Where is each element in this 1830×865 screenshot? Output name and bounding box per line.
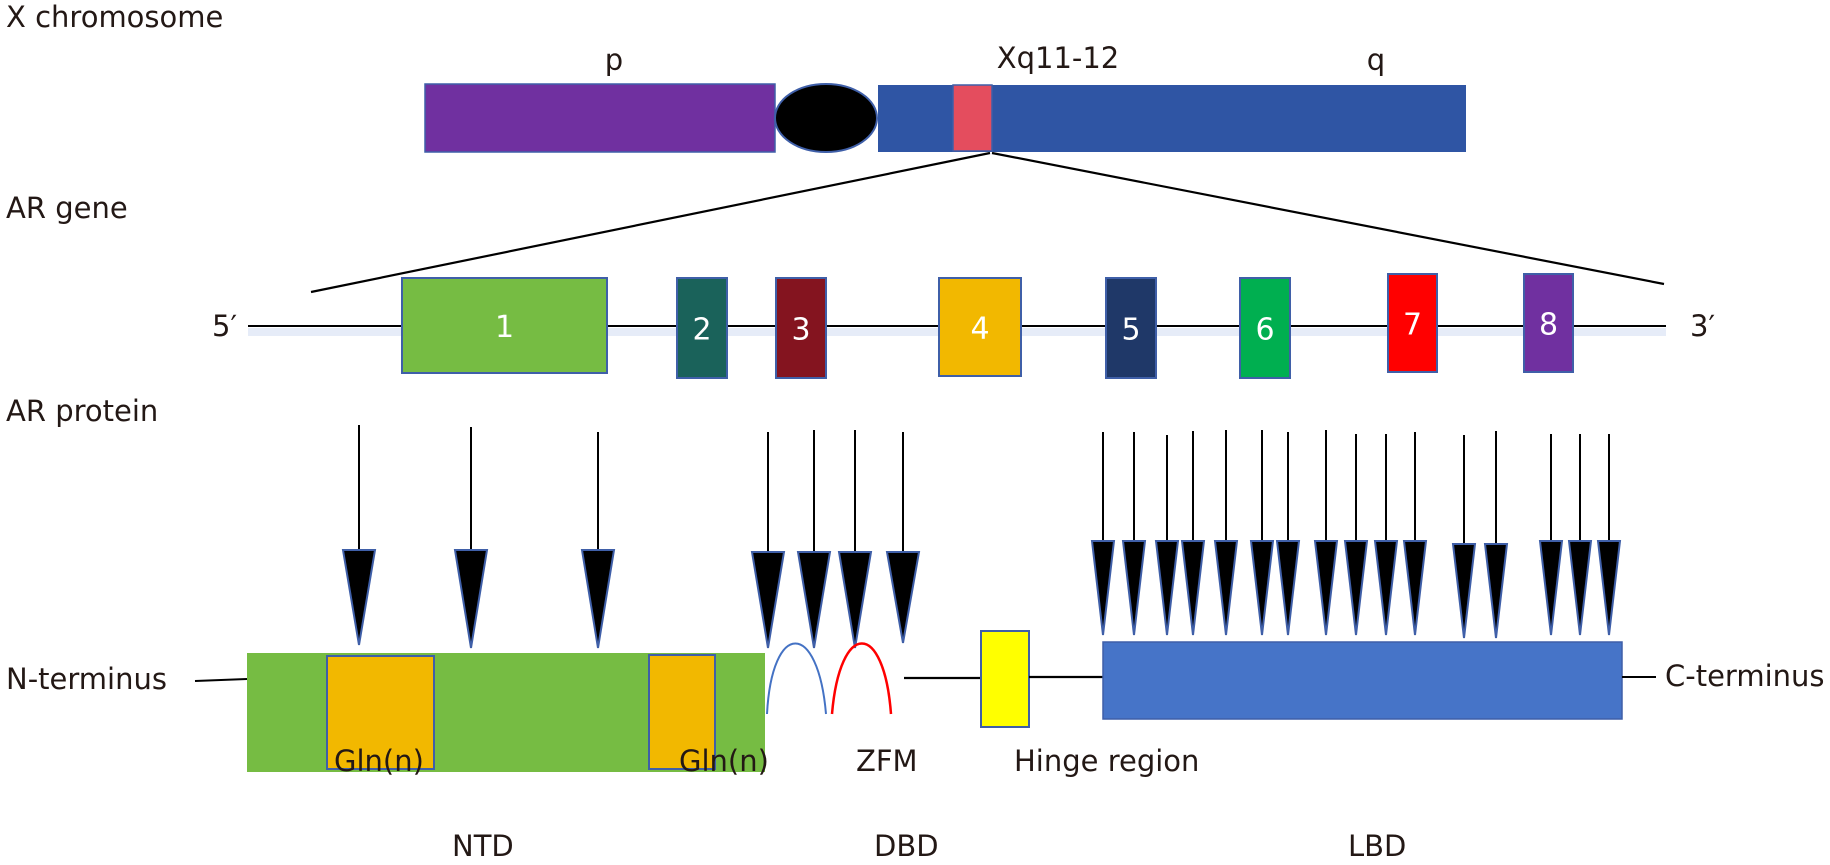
three-prime-label: 3′ bbox=[1690, 309, 1715, 343]
lbd-bar bbox=[1102, 641, 1623, 720]
mutation-arrowhead bbox=[1538, 540, 1564, 636]
q-arm-label: q bbox=[1367, 43, 1385, 77]
x-chromosome: p Xq11-12 q bbox=[424, 41, 1466, 153]
mutation-arrowhead bbox=[1567, 540, 1593, 636]
exon-number-8: 8 bbox=[1539, 308, 1558, 343]
exon-5 bbox=[1105, 277, 1157, 379]
mutation-arrowhead bbox=[1275, 540, 1301, 636]
mutation-arrowhead bbox=[1180, 540, 1206, 636]
exon-number-1: 1 bbox=[495, 310, 514, 345]
ar-protein-label: AR protein bbox=[6, 394, 158, 428]
exon-1 bbox=[401, 277, 608, 374]
gln-label-2: Gln(n) bbox=[679, 744, 769, 778]
n-terminus-connector bbox=[194, 678, 248, 682]
zoom-line-right bbox=[991, 151, 1665, 286]
gln-repeat-1 bbox=[326, 655, 435, 770]
exon-4 bbox=[938, 277, 1022, 377]
exon-2 bbox=[676, 277, 728, 379]
mutation-arrowhead bbox=[1402, 540, 1428, 636]
ar-gene-label: AR gene bbox=[6, 191, 128, 225]
mutation-arrowhead bbox=[580, 549, 616, 649]
p-arm-label: p bbox=[605, 43, 623, 77]
lbd-label: LBD bbox=[1348, 829, 1406, 863]
zoom-line-left bbox=[310, 151, 991, 294]
c-terminus-label: C-terminus bbox=[1665, 659, 1825, 693]
zfm-label: ZFM bbox=[856, 744, 918, 778]
xq11-12-band bbox=[952, 84, 993, 152]
gln-repeat-2 bbox=[648, 654, 716, 770]
x-chromosome-label: X chromosome bbox=[6, 0, 223, 34]
hinge-box bbox=[980, 630, 1030, 728]
hinge-label: Hinge region bbox=[1014, 744, 1199, 778]
mutation-arrowhead bbox=[1090, 540, 1116, 636]
mutation-arrowhead bbox=[1121, 540, 1147, 636]
ar-protein: N-terminus C-terminus Gln(n) Gln(n) ZFM … bbox=[6, 425, 1825, 863]
exon-7 bbox=[1387, 273, 1438, 373]
centromere bbox=[774, 83, 878, 153]
exon-number-4: 4 bbox=[970, 312, 989, 347]
five-prime-label: 5′ bbox=[212, 309, 237, 343]
exon-number-5: 5 bbox=[1121, 313, 1140, 348]
mutation-arrowhead bbox=[1213, 540, 1239, 636]
n-terminus-label: N-terminus bbox=[6, 662, 167, 696]
mutation-arrowhead bbox=[885, 551, 921, 644]
zinc-finger-1 bbox=[766, 642, 827, 715]
band-label: Xq11-12 bbox=[997, 41, 1120, 75]
exon-number-7: 7 bbox=[1403, 308, 1422, 343]
mutation-arrowhead bbox=[1343, 540, 1369, 636]
ar-gene: 5′ 3′ 1 2 3 4 5 6 7 8 bbox=[212, 273, 1715, 379]
mutation-arrowhead bbox=[837, 551, 873, 649]
p-arm bbox=[424, 83, 776, 153]
mutation-arrowhead bbox=[1596, 540, 1622, 636]
ntd-label: NTD bbox=[452, 829, 514, 863]
mutation-arrowhead bbox=[750, 551, 786, 649]
exon-number-6: 6 bbox=[1255, 313, 1274, 348]
zinc-finger-2 bbox=[830, 642, 893, 715]
mutation-arrowhead bbox=[453, 549, 489, 649]
dbd-label: DBD bbox=[874, 829, 939, 863]
mutation-arrowhead bbox=[1373, 540, 1399, 636]
gln-label-1: Gln(n) bbox=[334, 744, 424, 778]
mutation-arrowhead bbox=[1313, 540, 1339, 636]
mutation-arrowhead bbox=[341, 549, 377, 646]
mutation-arrowhead bbox=[1483, 543, 1509, 639]
exon-6 bbox=[1239, 277, 1291, 379]
mutation-arrowhead bbox=[1451, 543, 1477, 639]
exon-8 bbox=[1523, 273, 1574, 373]
mutation-arrowhead bbox=[1249, 540, 1275, 636]
exon-number-3: 3 bbox=[791, 313, 810, 348]
mutation-arrowhead bbox=[1154, 540, 1180, 636]
mutation-arrowhead bbox=[796, 551, 832, 649]
exon-number-2: 2 bbox=[692, 313, 711, 348]
exon-3 bbox=[775, 277, 827, 379]
